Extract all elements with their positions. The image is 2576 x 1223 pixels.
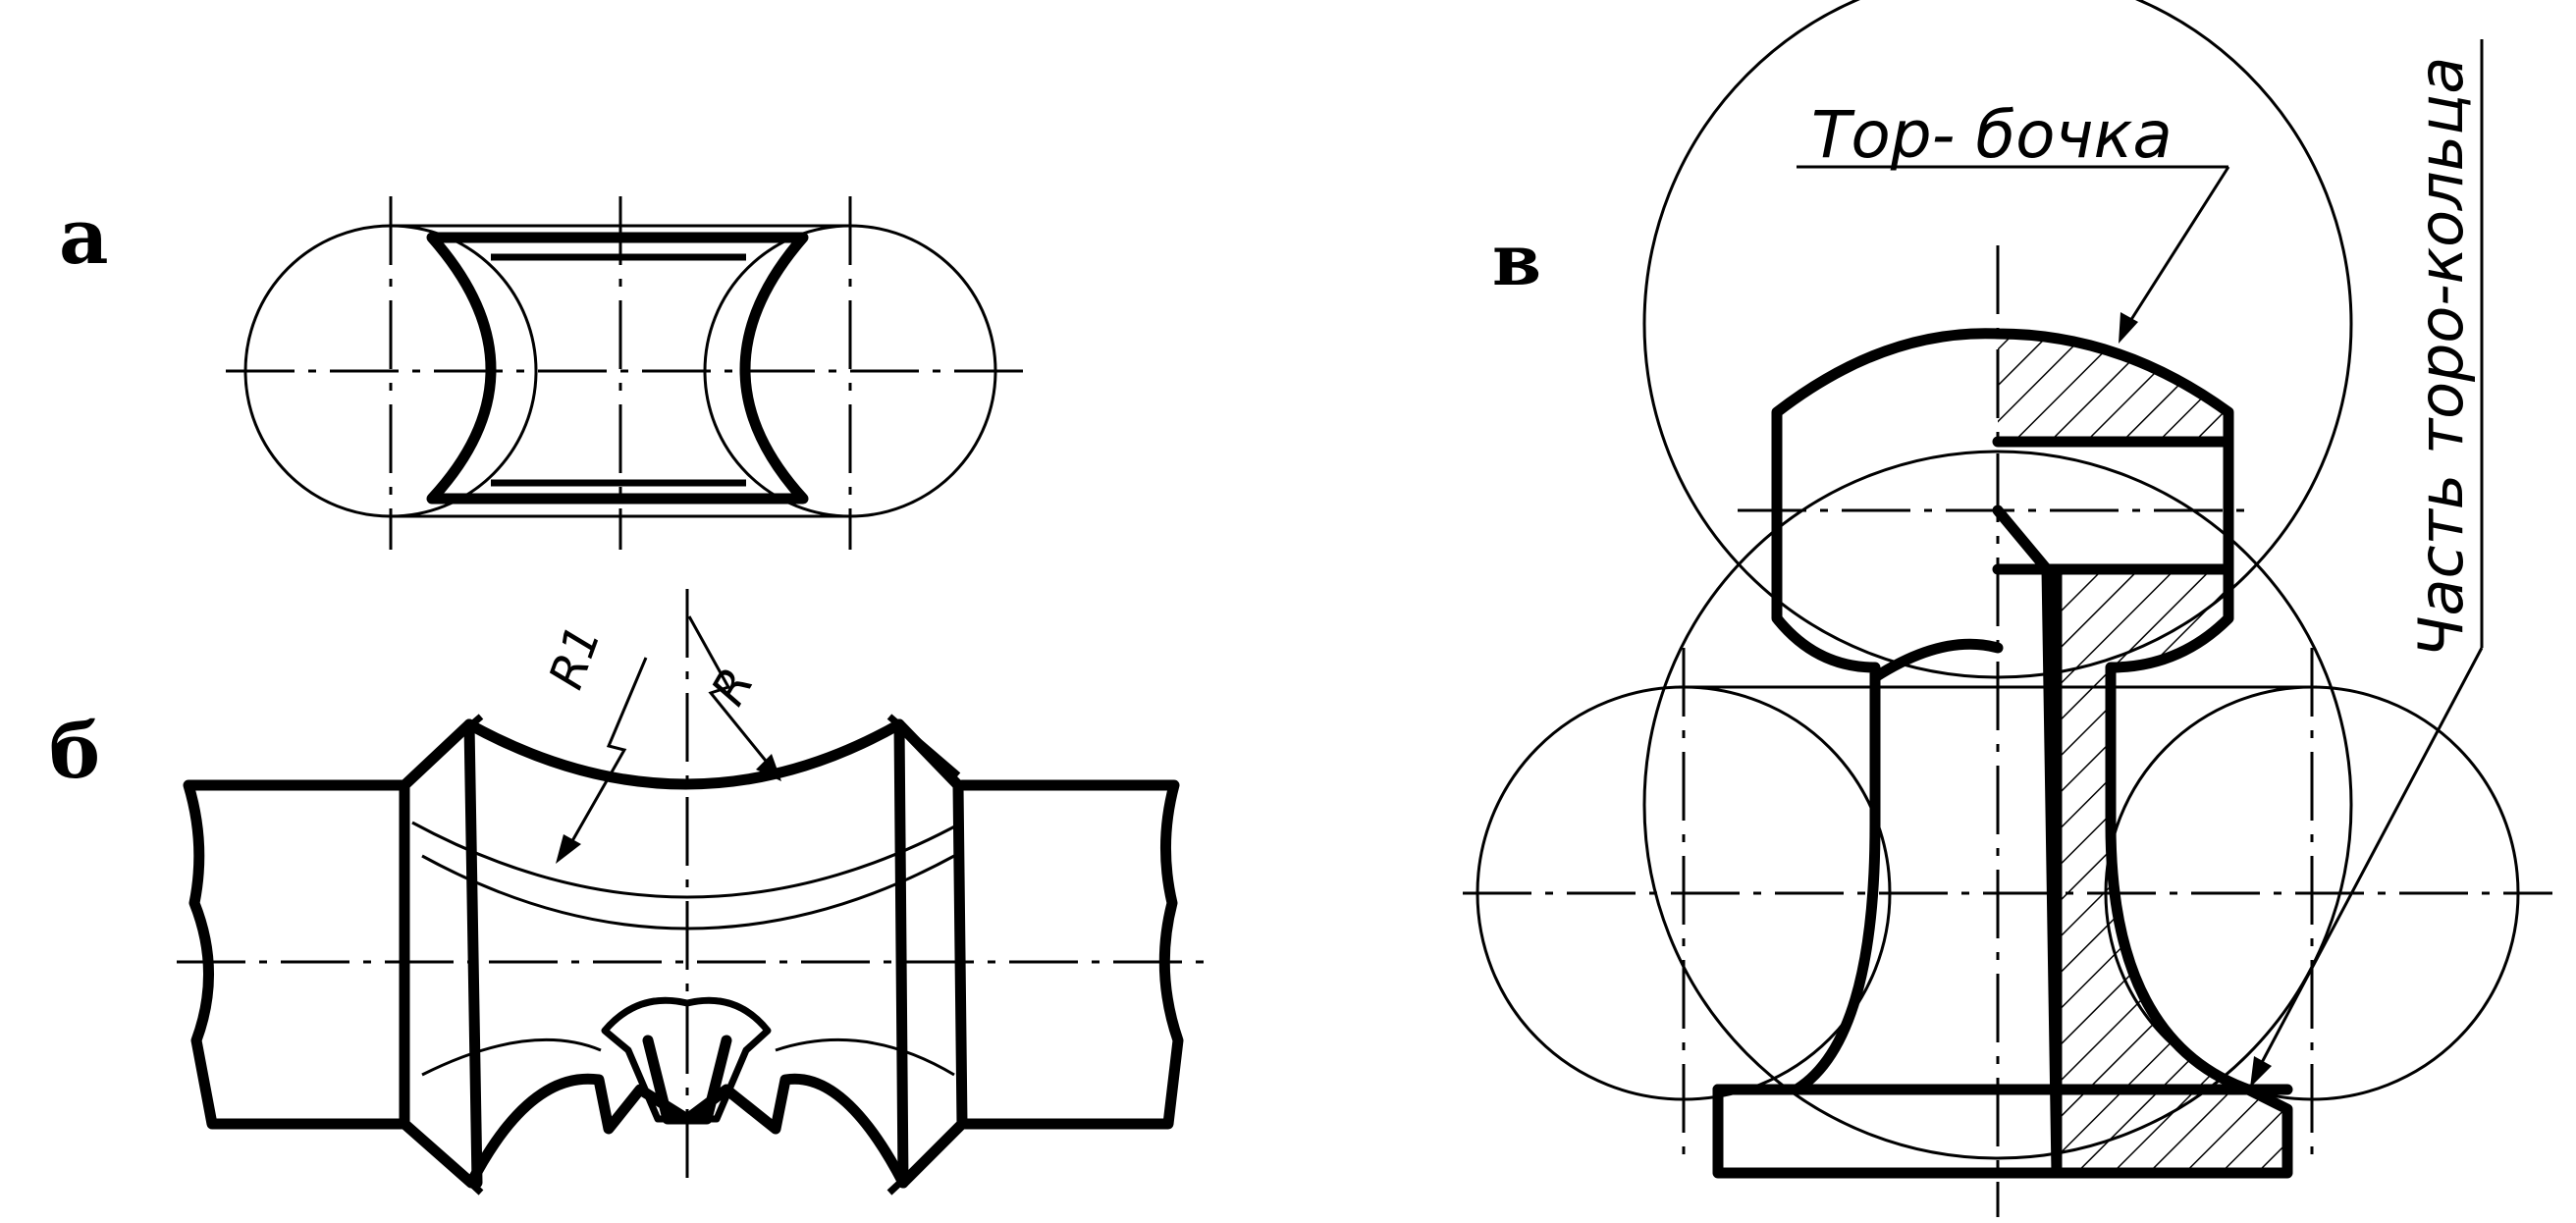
view-b-r1-leader xyxy=(567,657,648,847)
view-c-chast-leader xyxy=(2256,647,2484,1071)
view-b-r1-arrow xyxy=(556,834,581,864)
view-b-chamfer-tl xyxy=(409,714,484,778)
view-b-chamfer-bl xyxy=(409,1126,484,1196)
view-b-r-arrow xyxy=(756,754,781,781)
view-b-chamfer-tr xyxy=(886,714,961,778)
view-b-r-leader xyxy=(687,615,772,767)
view-c-hatch-top xyxy=(1998,339,2224,442)
view-b-right-shaft xyxy=(956,779,1184,1130)
view-b-chamfer-br xyxy=(886,1126,961,1196)
view-a-profile xyxy=(426,232,809,505)
view-b-roller-body xyxy=(399,718,968,1189)
view-a-label: а xyxy=(59,192,109,282)
view-c-hatch-mid xyxy=(2057,574,2282,1168)
view-b-left-edge xyxy=(463,718,483,1189)
view-c-label: в xyxy=(1492,218,1541,301)
view-c-part-outline xyxy=(1712,328,2293,1179)
view-b-local-section xyxy=(601,996,772,1123)
view-a-inner-band xyxy=(491,253,746,487)
view-b-left-shaft xyxy=(183,779,410,1130)
view-c-drawing: в Тор- бочка Часть торо-кольца xyxy=(1463,0,2552,1217)
view-b-right-edge xyxy=(893,718,909,1189)
view-b-r-label: R xyxy=(701,659,765,715)
view-b-top-arc-1 xyxy=(411,821,963,899)
view-c-tor-bochka-label: Тор- бочка xyxy=(1811,97,2173,173)
view-a-drawing: а xyxy=(59,192,1031,550)
view-b-bottom-arc-1 xyxy=(421,1037,602,1077)
view-b-label: б xyxy=(49,707,100,796)
view-c-chast-label: Часть торо-кольца xyxy=(2405,57,2477,658)
view-c-tor-bochka-arrow xyxy=(2119,312,2138,344)
view-b-r1-label: R1 xyxy=(539,618,612,696)
view-c-big-circle-mid xyxy=(1642,450,2353,1160)
view-c-shoulder-arc xyxy=(1869,638,2004,683)
view-b-bottom-arc-2 xyxy=(775,1037,955,1077)
view-c-chast-arrow xyxy=(2250,1056,2272,1088)
view-b-drawing: б R1 R xyxy=(49,589,1217,1196)
view-c-tor-bochka-leader xyxy=(2123,166,2230,330)
